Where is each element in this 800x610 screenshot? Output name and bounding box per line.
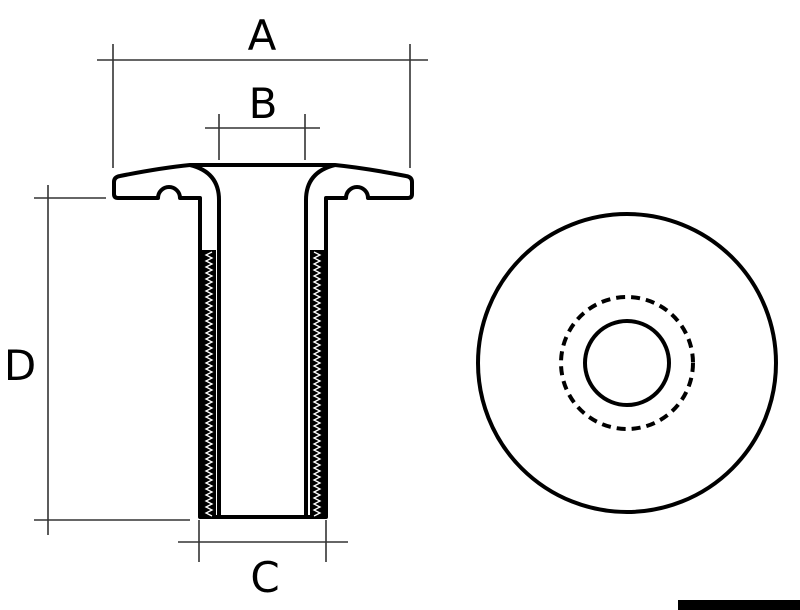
label-c: C	[250, 553, 279, 602]
label-a: A	[248, 11, 277, 60]
fitting-side-section	[112, 163, 414, 519]
bore-outline	[583, 319, 671, 407]
dimension-d: D	[4, 185, 190, 535]
label-b: B	[249, 79, 278, 128]
fitting-top-view	[476, 212, 778, 514]
thread-teeth-right	[312, 251, 322, 517]
flange-outline	[476, 212, 778, 514]
dimension-a: A	[97, 11, 428, 168]
scale-bar	[678, 600, 800, 610]
dimension-c: C	[178, 520, 348, 602]
label-d: D	[4, 341, 36, 390]
thread-outline-hidden	[559, 295, 695, 431]
thread-teeth-left	[204, 251, 214, 517]
dimension-b: B	[205, 79, 320, 160]
